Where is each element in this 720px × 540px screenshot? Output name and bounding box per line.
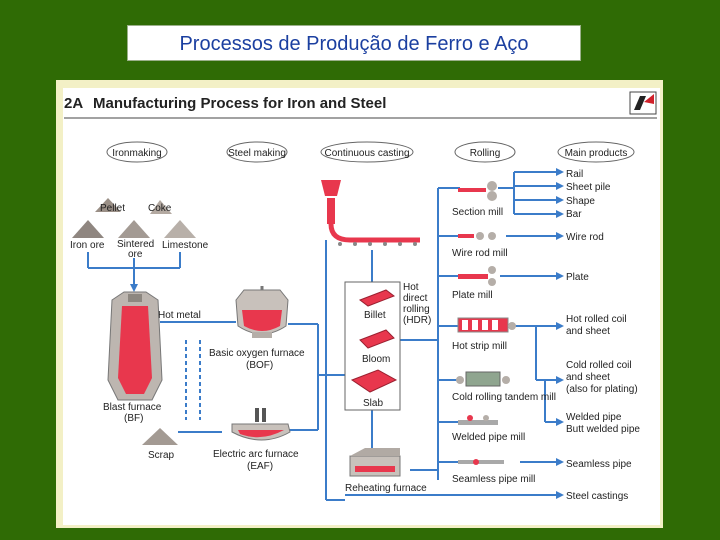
slab-shape <box>350 369 398 393</box>
coke-label: Coke <box>148 203 172 214</box>
stage-labels: Ironmaking Steel making Continuous casti… <box>106 141 635 163</box>
product-welded-pipe: Welded pipe <box>566 412 622 423</box>
section-mill-label: Section mill <box>452 207 503 218</box>
sintered-ore-label-2: ore <box>128 249 143 260</box>
nippon-steel-logo <box>629 91 657 115</box>
hdr-label-3: rolling <box>403 304 430 315</box>
wire-rod-mill-label: Wire rod mill <box>452 248 508 259</box>
limestone-label: Limestone <box>162 240 209 251</box>
product-hot-rolled-sheet: and sheet <box>566 326 610 337</box>
blast-furnace-abbr: (BF) <box>124 413 143 424</box>
product-cold-rolled-coil: Cold rolled coil <box>566 360 632 371</box>
continuous-caster <box>321 180 420 246</box>
pellet-label: Pellet <box>100 203 125 214</box>
plate-mill-icon <box>458 266 496 286</box>
product-butt-welded-pipe: Butt welded pipe <box>566 424 640 435</box>
cold-rolling-mill-icon <box>456 371 510 387</box>
hdr-label-1: Hot <box>403 282 419 293</box>
stage-ironmaking: Ironmaking <box>112 148 161 159</box>
hot-strip-mill-icon <box>457 317 516 333</box>
billet-shape <box>358 289 396 307</box>
product-plate: Plate <box>566 272 589 283</box>
heading-number: 2A <box>64 95 83 112</box>
hot-metal-label: Hot metal <box>158 310 201 321</box>
product-wire-rod: Wire rod <box>566 232 604 243</box>
product-shape: Shape <box>566 196 595 207</box>
section-mill-icon <box>458 181 497 201</box>
bloom-shape <box>359 329 395 349</box>
hdr-label-4: (HDR) <box>403 315 431 326</box>
blast-furnace <box>107 291 163 401</box>
billet-label: Billet <box>364 310 386 321</box>
welded-pipe-mill-label: Welded pipe mill <box>452 432 525 443</box>
product-sheet-pile: Sheet pile <box>566 182 611 193</box>
cold-rolling-mill-label: Cold rolling tandem mill <box>452 392 556 403</box>
product-steel-castings: Steel castings <box>566 491 628 502</box>
eaf-abbr: (EAF) <box>247 461 273 472</box>
flow-arrowheads <box>130 168 564 499</box>
reheating-furnace-label: Reheating furnace <box>345 483 427 494</box>
wire-rod-mill-icon <box>458 232 496 240</box>
seamless-pipe-mill-icon <box>458 459 504 465</box>
stage-main-products: Main products <box>565 148 628 159</box>
product-plating-note: (also for plating) <box>566 384 638 395</box>
basic-oxygen-furnace <box>235 286 289 338</box>
flow-lines <box>87 171 560 501</box>
product-cold-rolled-sheet: and sheet <box>566 372 610 383</box>
scrap-label: Scrap <box>148 450 175 461</box>
welded-pipe-mill-icon <box>458 415 498 425</box>
slab-label: Slab <box>363 398 383 409</box>
hdr-label-2: direct <box>403 293 428 304</box>
product-hot-rolled-coil: Hot rolled coil <box>566 314 627 325</box>
hot-strip-mill-label: Hot strip mill <box>452 341 507 352</box>
electric-arc-furnace <box>231 408 291 441</box>
slide-title: Processos de Produção de Ferro e Aço <box>127 25 581 61</box>
bof-abbr: (BOF) <box>246 360 273 371</box>
blast-furnace-label: Blast furnace <box>103 402 162 413</box>
product-bar: Bar <box>566 209 582 220</box>
figure-heading: Manufacturing Process for Iron and Steel <box>93 95 386 112</box>
sintered-ore-label: Sintered <box>117 239 154 250</box>
stage-rolling: Rolling <box>470 148 501 159</box>
raw-material-piles <box>72 198 196 445</box>
stage-continuous-casting: Continuous casting <box>324 148 409 159</box>
product-rail: Rail <box>566 169 583 180</box>
product-seamless-pipe: Seamless pipe <box>566 459 632 470</box>
seamless-pipe-mill-label: Seamless pipe mill <box>452 474 535 485</box>
eaf-label: Electric arc furnace <box>213 449 299 460</box>
plate-mill-label: Plate mill <box>452 290 493 301</box>
bloom-label: Bloom <box>362 354 390 365</box>
iron-ore-label: Iron ore <box>70 240 105 251</box>
stage-steel-making: Steel making <box>228 148 286 159</box>
bof-label: Basic oxygen furnace <box>209 348 305 359</box>
reheating-furnace <box>349 448 401 477</box>
